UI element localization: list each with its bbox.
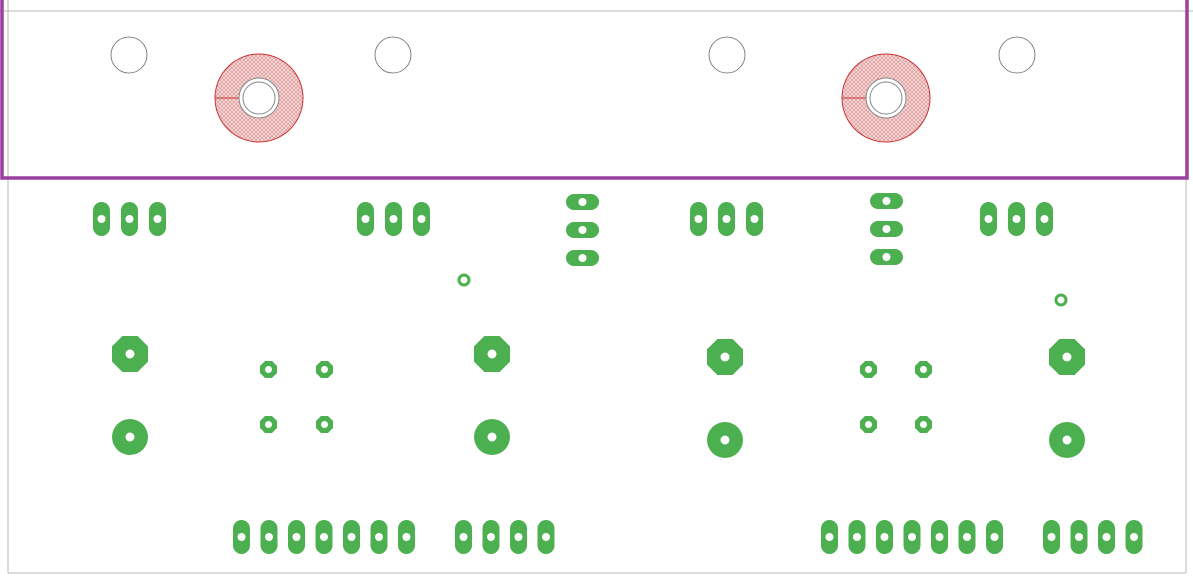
thermal-pad-hole bbox=[238, 77, 280, 119]
oval-pad bbox=[980, 202, 997, 236]
oval-pad bbox=[537, 520, 555, 554]
octagon-pad bbox=[707, 339, 743, 375]
small-octagon-pad bbox=[316, 361, 333, 378]
round-pad bbox=[707, 422, 743, 458]
oval-pad bbox=[482, 520, 500, 554]
via bbox=[457, 273, 471, 287]
oval-pad bbox=[398, 520, 415, 554]
oval-pad bbox=[821, 520, 838, 554]
round-pad bbox=[474, 419, 510, 455]
oval-pad bbox=[93, 202, 110, 236]
oval-pad bbox=[385, 202, 402, 236]
octagon-pad bbox=[1049, 339, 1085, 375]
oval-pad bbox=[1098, 520, 1115, 554]
thermal-pad-hole-inner bbox=[869, 81, 903, 115]
vias bbox=[457, 273, 1068, 307]
small-octagon-pad bbox=[260, 416, 277, 433]
small-octagon-pad bbox=[915, 416, 932, 433]
small-octagon-pads-left bbox=[260, 361, 333, 433]
keepout-zone-frame bbox=[0, 0, 1189, 180]
oval-pad bbox=[121, 202, 138, 236]
mounting-hole bbox=[374, 36, 412, 74]
small-octagon-pads-right bbox=[860, 361, 932, 433]
small-octagon-pad bbox=[260, 361, 277, 378]
small-octagon-pad bbox=[860, 361, 877, 378]
oval-pad bbox=[1125, 520, 1143, 554]
oval-pad bbox=[746, 202, 763, 236]
small-octagon-pad bbox=[316, 416, 333, 433]
mounting-hole bbox=[110, 36, 148, 74]
thermal-pad-right bbox=[841, 53, 931, 143]
oval-pad bbox=[986, 520, 1003, 554]
stack3-footprint-2 bbox=[870, 193, 903, 265]
mounting-holes bbox=[110, 36, 1036, 74]
mounting-hole bbox=[708, 36, 746, 74]
round-pad bbox=[112, 419, 148, 455]
header-right-7pin bbox=[821, 520, 1003, 554]
oval-pad bbox=[260, 520, 278, 554]
oval-pad bbox=[566, 222, 599, 238]
oval-pad bbox=[566, 250, 599, 266]
oval-pad bbox=[510, 520, 527, 554]
octagon-pad bbox=[112, 336, 148, 372]
oval-pad bbox=[149, 202, 166, 236]
oval-pad bbox=[357, 202, 374, 236]
sip3-footprint-4 bbox=[980, 202, 1053, 236]
oval-pad bbox=[1036, 202, 1053, 236]
round-pad bbox=[1049, 422, 1085, 458]
oval-pad bbox=[876, 520, 893, 554]
via bbox=[1054, 293, 1068, 307]
sip3-footprint-3 bbox=[690, 202, 763, 236]
oval-pad bbox=[958, 520, 976, 554]
oval-pad bbox=[288, 520, 305, 554]
oval-pad bbox=[370, 520, 388, 554]
oval-pad bbox=[848, 520, 866, 554]
oval-pad bbox=[1043, 520, 1060, 554]
oval-pad bbox=[413, 202, 430, 236]
header-left-7pin bbox=[233, 520, 415, 554]
oval-pad bbox=[870, 193, 903, 209]
small-octagon-pad bbox=[915, 361, 932, 378]
header-left-4pin bbox=[455, 520, 555, 554]
oval-pad bbox=[870, 249, 903, 265]
octagon-pad bbox=[474, 336, 510, 372]
sip3-footprint-1 bbox=[93, 202, 166, 236]
oval-pad bbox=[870, 221, 903, 237]
thermal-pad-left bbox=[214, 53, 304, 143]
thermal-pad-hole-inner bbox=[242, 81, 276, 115]
small-octagon-pad bbox=[860, 416, 877, 433]
oval-pad bbox=[903, 520, 921, 554]
header-right-4pin bbox=[1043, 520, 1143, 554]
oval-pad bbox=[315, 520, 333, 554]
thermal-pad-hole bbox=[865, 77, 907, 119]
mounting-hole bbox=[998, 36, 1036, 74]
oval-pad bbox=[1008, 202, 1025, 236]
oval-pad bbox=[931, 520, 948, 554]
sip3-footprint-2 bbox=[357, 202, 430, 236]
oval-pad bbox=[690, 202, 707, 236]
oval-pad bbox=[1070, 520, 1088, 554]
oval-pad bbox=[718, 202, 735, 236]
oval-pad bbox=[566, 194, 599, 210]
large-pads bbox=[112, 336, 1085, 458]
oval-pad bbox=[343, 520, 360, 554]
oval-pad bbox=[455, 520, 472, 554]
stack3-footprint-1 bbox=[566, 194, 599, 266]
oval-pad bbox=[233, 520, 250, 554]
